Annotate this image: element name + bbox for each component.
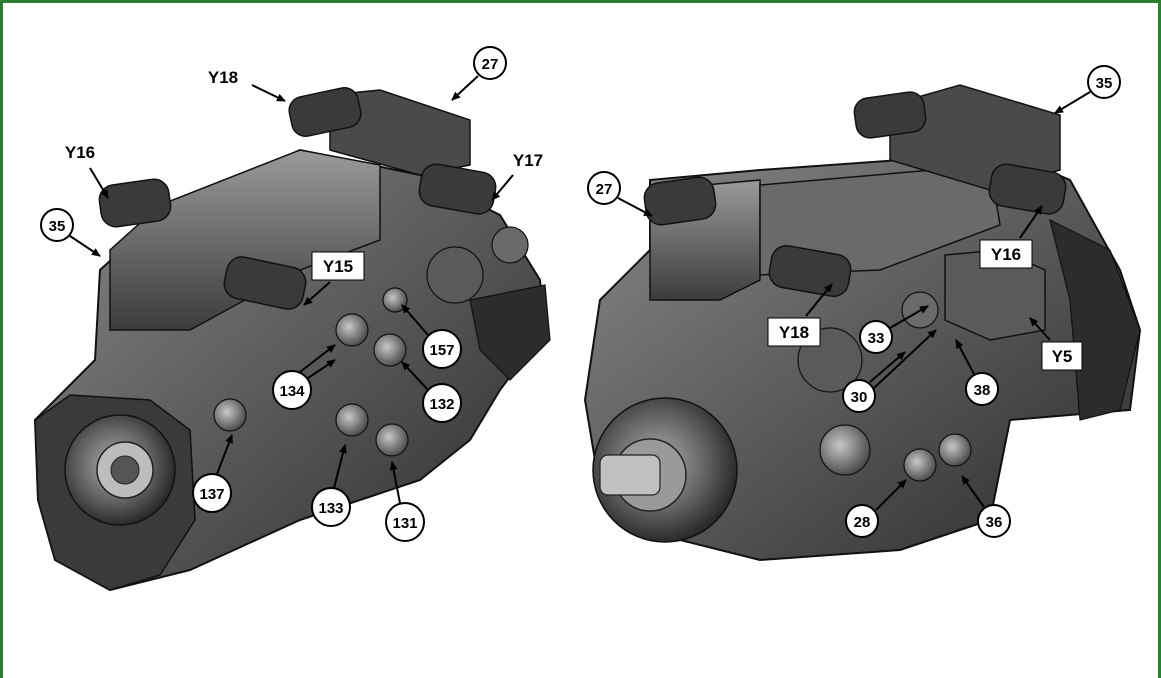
left-callout-circle-35	[40, 208, 74, 242]
right-arrow-33	[889, 305, 929, 329]
left-arrow-137	[216, 434, 233, 475]
right-callout-27: 27	[596, 181, 613, 198]
left-arrow-35	[69, 235, 101, 257]
left-callout-157: 157	[429, 342, 454, 359]
left-callout-circle-137	[192, 473, 232, 513]
left-arrow-132	[401, 361, 429, 391]
right-label-y18: Y18	[779, 323, 809, 342]
left-arrow-y18	[251, 84, 286, 102]
right-label-y5: Y5	[1052, 347, 1073, 366]
left-arrow-y15	[303, 281, 331, 306]
left-callout-circle-131	[385, 502, 425, 542]
left-label-y18: Y18	[208, 68, 238, 87]
right-callout-28: 28	[854, 514, 871, 531]
left-callout-circle-157	[422, 329, 462, 369]
left-arrow-133	[333, 444, 347, 489]
right-arrow-y16	[1019, 205, 1043, 239]
left-label-y16: Y16	[65, 143, 95, 162]
right-callout-36: 36	[986, 514, 1003, 531]
right-label-box-y18	[767, 317, 821, 347]
right-callout-30: 30	[851, 389, 868, 406]
left-callout-132: 132	[429, 396, 454, 413]
right-callout-circle-38	[965, 372, 999, 406]
right-callout-circle-33	[859, 320, 893, 354]
left-callout-circle-132	[422, 383, 462, 423]
right-callout-circle-27	[587, 171, 621, 205]
left-label-y15: Y15	[323, 257, 353, 276]
left-arrow-131	[389, 461, 401, 504]
left-pump-illustration	[33, 87, 551, 592]
right-callout-circle-35	[1087, 65, 1121, 99]
left-callout-circle-134	[272, 370, 312, 410]
left-arrow-y16	[89, 167, 109, 199]
right-callout-38: 38	[974, 382, 991, 399]
right-arrow-27	[617, 197, 653, 217]
left-arrow-134b	[307, 359, 336, 379]
right-label-y16: Y16	[991, 245, 1021, 264]
right-arrow-28	[875, 479, 907, 511]
left-callout-circle-27	[473, 46, 507, 80]
left-label-y17: Y17	[513, 151, 543, 170]
right-pump-illustration	[583, 84, 1142, 562]
right-arrow-y18	[805, 283, 833, 317]
left-arrow-134a	[299, 344, 336, 373]
left-callout-35: 35	[49, 218, 66, 235]
left-label-box-y15	[311, 251, 365, 281]
right-arrow-36	[961, 475, 985, 508]
left-arrow-y17	[491, 174, 514, 201]
right-callout-33: 33	[868, 330, 885, 347]
left-callout-133: 133	[318, 500, 343, 517]
left-callout-134: 134	[279, 383, 305, 400]
left-callout-circle-133	[311, 487, 351, 527]
right-callout-circle-36	[977, 504, 1011, 538]
left-arrow-157	[401, 304, 429, 336]
right-arrow-30a	[869, 351, 906, 383]
right-arrow-35	[1054, 91, 1091, 114]
left-callout-27: 27	[482, 56, 499, 73]
right-label-box-y5	[1041, 341, 1083, 371]
left-callout-131: 131	[392, 515, 417, 532]
right-label-box-y16	[979, 239, 1033, 269]
left-callout-137: 137	[199, 486, 224, 503]
right-arrow-30b	[873, 329, 937, 389]
right-callout-circle-30	[842, 379, 876, 413]
left-arrow-27	[451, 75, 479, 101]
right-arrow-y5	[1029, 317, 1051, 341]
right-callout-35: 35	[1096, 75, 1113, 92]
right-callout-circle-28	[845, 504, 879, 538]
right-arrow-38	[955, 339, 975, 375]
